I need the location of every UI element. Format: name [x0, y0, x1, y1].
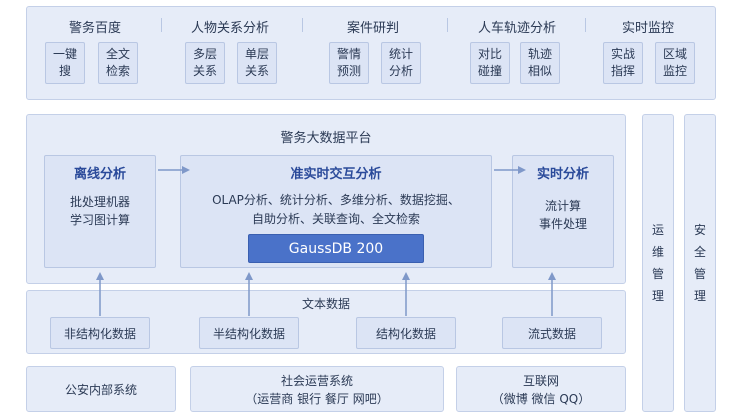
security-management-column: 安 全 管 理 [684, 114, 716, 412]
offline-analysis-line-2: 学习图计算 [69, 213, 130, 227]
category-title-police-search: 警务百度 [68, 21, 121, 36]
realtime-analysis-line-2: 事件处理 [538, 217, 587, 231]
category-title-trajectory-analysis: 人车轨迹分析 [477, 21, 556, 36]
social-operation-system-detail: （运营商 银行 餐厅 网吧） [245, 392, 389, 406]
one-click-search-button[interactable]: 一键 搜 [45, 42, 85, 84]
gaussdb-box: GaussDB 200 [248, 234, 424, 263]
trajectory-similarity-button[interactable]: 轨迹 相似 [520, 42, 560, 84]
offline-analysis-box [44, 155, 156, 268]
structured-data-box: 结构化数据 [356, 317, 456, 349]
multi-layer-relation-button[interactable]: 多层 关系 [185, 42, 225, 84]
internet-detail: （微博 微信 QQ） [491, 392, 591, 406]
single-layer-relation-button[interactable]: 单层 关系 [237, 42, 277, 84]
social-operation-system-box [190, 366, 444, 412]
police-internal-system-box: 公安内部系统 [26, 366, 176, 412]
text-data-title: 文本数据 [301, 297, 350, 311]
operations-management-column: 运 维 管 理 [642, 114, 674, 412]
realtime-analysis-title: 实时分析 [536, 167, 589, 182]
streaming-data-box: 流式数据 [502, 317, 602, 349]
offline-analysis-line-1: 批处理机器 [69, 195, 130, 209]
semi-structured-data-box: 半结构化数据 [199, 317, 299, 349]
statistical-analysis-button[interactable]: 统计 分析 [381, 42, 421, 84]
application-layer-bar [26, 6, 716, 100]
compare-collision-button[interactable]: 对比 碰撞 [470, 42, 510, 84]
area-monitoring-button[interactable]: 区域 监控 [655, 42, 695, 84]
category-title-relationship-analysis: 人物关系分析 [190, 21, 269, 36]
combat-command-button[interactable]: 实战 指挥 [603, 42, 643, 84]
internet-box [456, 366, 626, 412]
realtime-analysis-box [512, 155, 614, 268]
divider [161, 18, 162, 32]
platform-title: 警务大数据平台 [280, 131, 372, 146]
divider [585, 18, 586, 32]
alert-forecast-button[interactable]: 警情 预测 [329, 42, 369, 84]
near-realtime-analysis-line-2: 自助分析、关联查询、全文检索 [251, 212, 420, 226]
divider [302, 18, 303, 32]
near-realtime-analysis-line-1: OLAP分析、统计分析、多维分析、数据挖掘、 [212, 193, 460, 207]
realtime-analysis-line-1: 流计算 [544, 199, 581, 213]
category-title-realtime-monitoring: 实时监控 [621, 21, 674, 36]
near-realtime-analysis-title: 准实时交互分析 [290, 167, 382, 182]
category-title-case-analysis: 案件研判 [346, 21, 399, 36]
unstructured-data-box: 非结构化数据 [50, 317, 150, 349]
divider [447, 18, 448, 32]
social-operation-system-title: 社会运营系统 [280, 374, 353, 388]
full-text-search-button[interactable]: 全文 检索 [98, 42, 138, 84]
internet-title: 互联网 [522, 374, 559, 388]
offline-analysis-title: 离线分析 [73, 167, 126, 182]
